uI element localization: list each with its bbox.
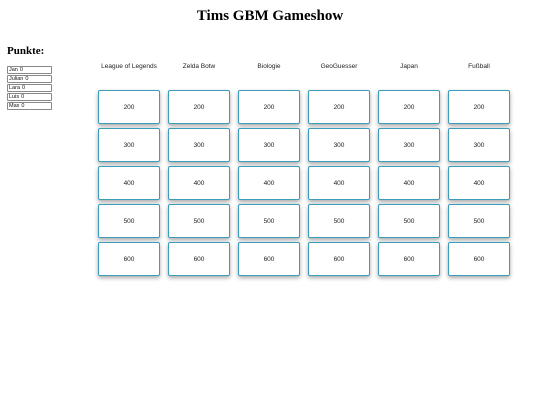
category-header: GeoGuesser xyxy=(320,63,358,70)
category-header: Biologie xyxy=(257,63,281,70)
question-tile[interactable]: 600 xyxy=(448,242,510,276)
question-tiles: 200 300 400 500 600 xyxy=(308,90,370,276)
category-column: Biologie 200 300 400 500 600 xyxy=(238,62,300,276)
question-tile[interactable]: 300 xyxy=(448,128,510,162)
question-tile[interactable]: 600 xyxy=(238,242,300,276)
question-tile[interactable]: 200 xyxy=(98,90,160,124)
category-header: Zelda Botw xyxy=(182,63,216,70)
question-tile[interactable]: 200 xyxy=(308,90,370,124)
question-tile[interactable]: 400 xyxy=(378,166,440,200)
category-column: Fußball 200 300 400 500 600 xyxy=(448,62,510,276)
player-name: Lara xyxy=(9,85,21,91)
question-tile[interactable]: 500 xyxy=(378,204,440,238)
question-tile[interactable]: 600 xyxy=(378,242,440,276)
player-score-jan: Jan 0 xyxy=(7,66,52,74)
question-tile[interactable]: 300 xyxy=(168,128,230,162)
player-score-julian: Julian 0 xyxy=(7,75,52,83)
question-tile[interactable]: 500 xyxy=(98,204,160,238)
question-tile[interactable]: 500 xyxy=(168,204,230,238)
question-tile[interactable]: 200 xyxy=(168,90,230,124)
question-tile[interactable]: 200 xyxy=(238,90,300,124)
player-name: Luis xyxy=(9,94,20,100)
player-score: 0 xyxy=(21,94,25,100)
player-name: Max xyxy=(9,103,20,109)
category-header: League of Legends xyxy=(101,63,157,70)
page-title: Tims GBM Gameshow xyxy=(196,8,344,24)
question-tile[interactable]: 300 xyxy=(98,128,160,162)
player-score: 0 xyxy=(19,67,23,73)
question-tiles: 200 300 400 500 600 xyxy=(238,90,300,276)
question-tile[interactable]: 400 xyxy=(238,166,300,200)
player-score-luis: Luis 0 xyxy=(7,93,52,101)
question-tile[interactable]: 300 xyxy=(238,128,300,162)
player-score: 0 xyxy=(22,85,26,91)
question-tiles: 200 300 400 500 600 xyxy=(98,90,160,276)
category-column: League of Legends 200 300 400 500 600 xyxy=(98,62,160,276)
question-tile[interactable]: 500 xyxy=(308,204,370,238)
category-column: Japan 200 300 400 500 600 xyxy=(378,62,440,276)
player-score-lara: Lara 0 xyxy=(7,84,52,92)
category-header: Japan xyxy=(400,63,418,70)
question-tiles: 200 300 400 500 600 xyxy=(378,90,440,276)
question-tile[interactable]: 600 xyxy=(98,242,160,276)
question-tile[interactable]: 600 xyxy=(308,242,370,276)
scoreboard-heading: Punkte: xyxy=(7,45,45,57)
question-tile[interactable]: 500 xyxy=(238,204,300,238)
category-header: Fußball xyxy=(468,63,490,70)
player-score: 0 xyxy=(25,76,29,82)
question-tile[interactable]: 400 xyxy=(98,166,160,200)
player-name: Jan xyxy=(9,67,18,73)
question-tile[interactable]: 500 xyxy=(448,204,510,238)
question-tile[interactable]: 400 xyxy=(308,166,370,200)
question-tile[interactable]: 600 xyxy=(168,242,230,276)
question-tiles: 200 300 400 500 600 xyxy=(448,90,510,276)
question-tile[interactable]: 300 xyxy=(308,128,370,162)
category-column: Zelda Botw 200 300 400 500 600 xyxy=(168,62,230,276)
category-column: GeoGuesser 200 300 400 500 600 xyxy=(308,62,370,276)
player-score-max: Max 0 xyxy=(7,102,52,110)
question-tile[interactable]: 200 xyxy=(448,90,510,124)
player-name: Julian xyxy=(9,76,24,82)
question-tile[interactable]: 400 xyxy=(168,166,230,200)
player-score: 0 xyxy=(21,103,25,109)
scoreboard: Jan 0 Julian 0 Lara 0 Luis 0 Max 0 xyxy=(7,66,52,110)
question-tile[interactable]: 400 xyxy=(448,166,510,200)
question-tiles: 200 300 400 500 600 xyxy=(168,90,230,276)
question-tile[interactable]: 300 xyxy=(378,128,440,162)
question-tile[interactable]: 200 xyxy=(378,90,440,124)
